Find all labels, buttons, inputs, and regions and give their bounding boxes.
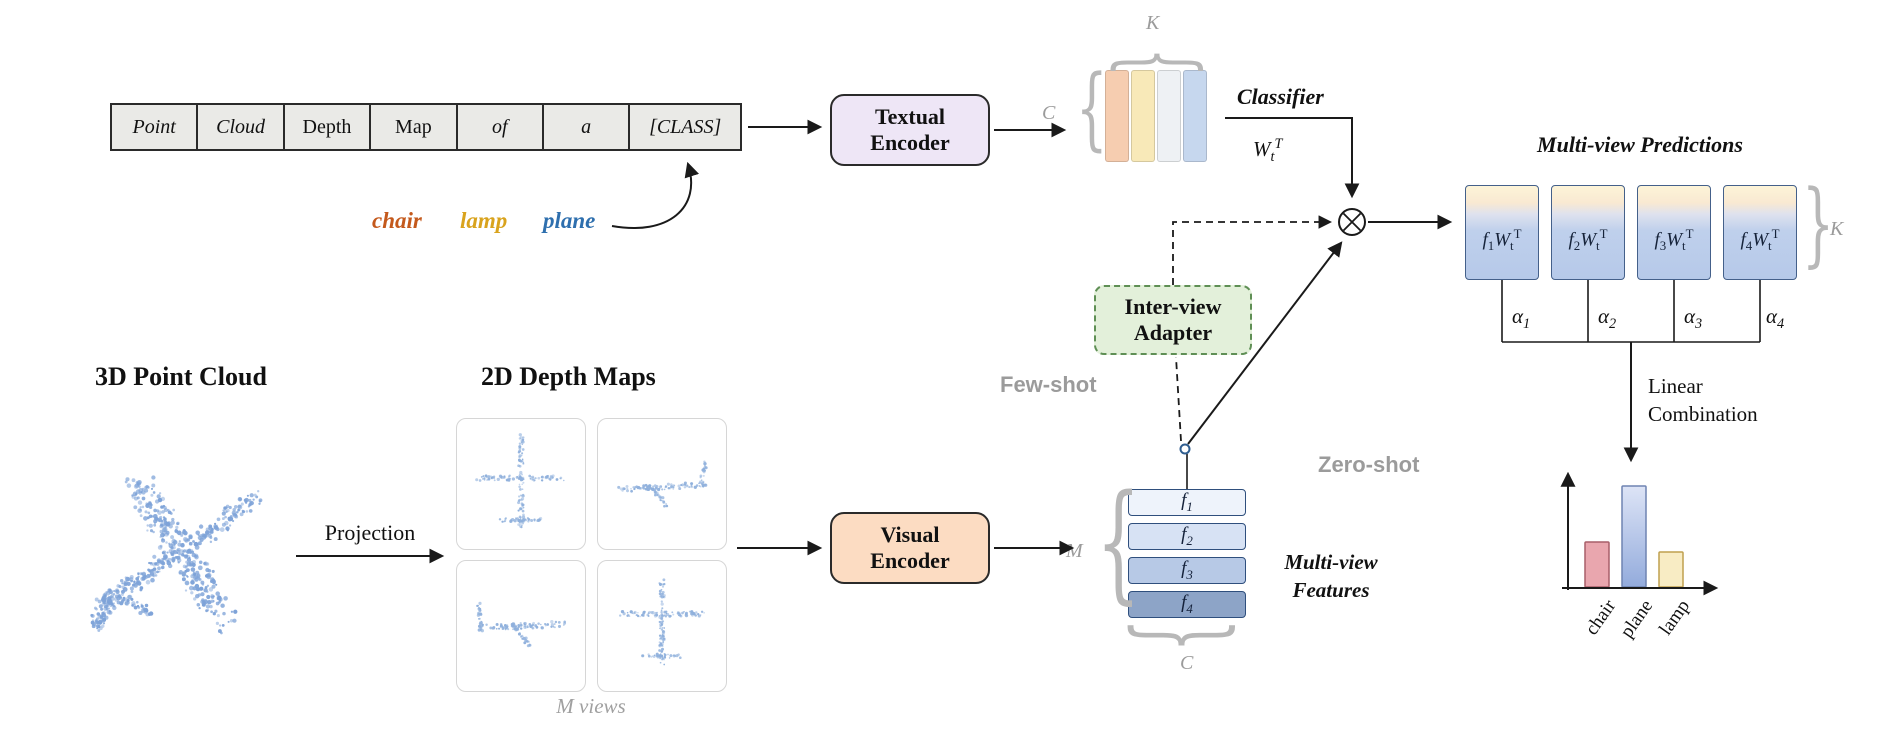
prompt-cell-depth: Depth	[285, 105, 371, 149]
prediction-box-3: f3WtT	[1637, 185, 1711, 280]
dim-C-features: C	[1180, 652, 1193, 675]
depth-map-view-2	[597, 418, 727, 550]
arrow-adapter-to-otimes	[1173, 222, 1330, 285]
depth-map-view-1	[456, 418, 586, 550]
class-word-plane: plane	[543, 208, 595, 234]
prompt-cell-point: Point	[112, 105, 198, 149]
classifier-column-2	[1131, 70, 1155, 162]
brace-C-classifier: {	[1076, 57, 1107, 161]
feature-row-3: f3	[1128, 557, 1246, 584]
m-views-caption: M views	[521, 694, 661, 719]
multiview-predictions-title: Multi-view Predictions	[1480, 132, 1800, 158]
multiview-features-label: Multi-view Features	[1256, 548, 1406, 605]
prediction-box-1: f1WtT	[1465, 185, 1539, 280]
prediction-box-4: f4WtT	[1723, 185, 1797, 280]
alpha-2: α2	[1598, 304, 1616, 333]
zero-shot-label: Zero-shot	[1318, 452, 1419, 478]
visual-encoder-label-2: Encoder	[870, 548, 949, 574]
classifier-label: Classifier	[1237, 84, 1324, 110]
arrow-classifier-to-otimes	[1225, 118, 1352, 196]
few-shot-label: Few-shot	[1000, 372, 1097, 398]
visual-encoder-label-1: Visual	[880, 522, 939, 548]
prompt-cell-a: a	[544, 105, 630, 149]
adapter-label-2: Adapter	[1134, 320, 1212, 346]
dim-K-classifier: K	[1146, 12, 1159, 35]
alpha-3: α3	[1684, 304, 1702, 333]
feature-row-2: f2	[1128, 523, 1246, 550]
point-cloud-scatter	[90, 475, 262, 634]
projection-label: Projection	[300, 520, 440, 546]
textual-encoder-label-2: Encoder	[870, 130, 949, 156]
alpha-1: α1	[1512, 304, 1530, 333]
feature-row-4: f4	[1128, 591, 1246, 618]
class-word-lamp: lamp	[460, 208, 507, 234]
prompt-cell-map: Map	[371, 105, 457, 149]
textual-encoder-box: Textual Encoder	[830, 94, 990, 166]
prompt-cell-of: of	[458, 105, 544, 149]
dim-C-classifier: C	[1042, 102, 1055, 125]
classifier-weights-label: WtT	[1253, 136, 1282, 166]
depth-map-view-4	[597, 560, 727, 692]
dim-M-features: M	[1066, 540, 1083, 563]
feature-row-1: f1	[1128, 489, 1246, 516]
point-cloud-title: 3D Point Cloud	[95, 362, 267, 392]
switch-icon	[1181, 445, 1190, 454]
classifier-column-4	[1183, 70, 1207, 162]
arrow-classname-to-class-token	[612, 164, 691, 228]
depth-maps-title: 2D Depth Maps	[481, 362, 656, 392]
prompt-cell-class: [CLASS]	[630, 105, 740, 149]
mini-chart-bars	[1585, 486, 1683, 587]
prompt-cell-cloud: Cloud	[198, 105, 284, 149]
inter-view-adapter-box: Inter-view Adapter	[1094, 285, 1252, 355]
line-switch-to-adapter	[1176, 357, 1181, 441]
textual-encoder-label-1: Textual	[875, 104, 945, 130]
class-word-chair: chair	[372, 208, 422, 234]
alpha-4: α4	[1766, 304, 1784, 333]
otimes-icon	[1339, 209, 1365, 235]
visual-encoder-box: Visual Encoder	[830, 512, 990, 584]
classifier-column-1	[1105, 70, 1129, 162]
brace-C-features: {	[1110, 619, 1244, 652]
classifier-weight-matrix	[1105, 70, 1207, 162]
prompt-table: Point Cloud Depth Map of a [CLASS]	[110, 103, 742, 151]
classifier-column-3	[1157, 70, 1181, 162]
multiview-feature-stack: f1 f2 f3 f4	[1128, 489, 1246, 618]
adapter-label-1: Inter-view	[1125, 294, 1222, 320]
linear-combination-label: Linear Combination	[1648, 372, 1758, 429]
dim-K-predictions: K	[1830, 218, 1843, 241]
mini-chart-axes	[1562, 474, 1716, 590]
depth-map-view-3	[456, 560, 586, 692]
prediction-box-2: f2WtT	[1551, 185, 1625, 280]
